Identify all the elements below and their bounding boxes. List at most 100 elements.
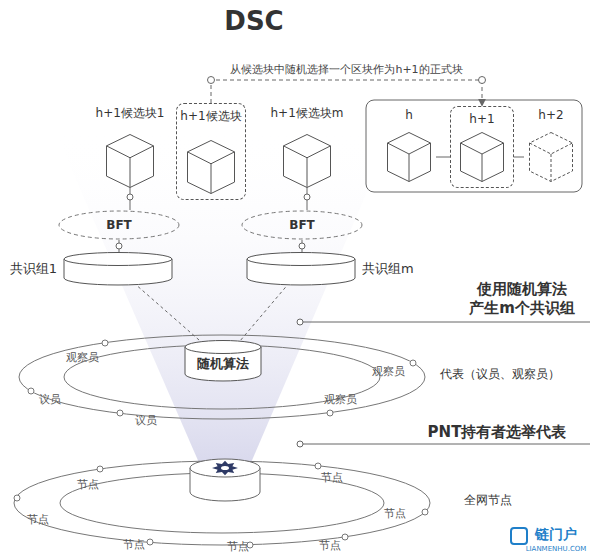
ring-node: 节点: [27, 513, 49, 527]
ring-dot: [315, 463, 321, 469]
junction-dot: [116, 243, 122, 249]
ring-node: 节点: [319, 539, 341, 553]
cube-edge: [107, 146, 154, 158]
ring-dot: [117, 410, 123, 416]
ring-node: 节点: [227, 540, 249, 554]
ring-node: 节点: [384, 507, 406, 521]
logo-center: [221, 466, 229, 470]
connector: [514, 157, 524, 158]
cube-outline: [388, 133, 431, 182]
cube-edge: [211, 164, 212, 194]
cube-shape: [283, 134, 331, 188]
node-label: h+1候选块: [180, 109, 241, 123]
random-algorithm: 随机算法: [184, 340, 262, 382]
bft-ellipse: BFT: [58, 210, 180, 240]
connector: [307, 188, 308, 210]
leader-dot: [297, 319, 303, 325]
node-label: h: [405, 108, 413, 122]
leader-line: [300, 444, 590, 445]
logo-cylinder-top: [190, 459, 260, 477]
ring-dot: [327, 410, 333, 416]
junction-dot: [208, 77, 215, 84]
light-cone: [48, 115, 400, 472]
ring-member: 议员: [135, 414, 157, 428]
candidate-block: h+1候选块m: [277, 106, 337, 188]
section-note: PNT持有者选举代表: [428, 423, 567, 442]
consensus-group: 共识组m: [246, 252, 356, 286]
chain-block: h: [382, 108, 436, 182]
node-label: 共识组1: [10, 260, 57, 278]
connector: [241, 286, 287, 340]
delegate-ring-outer: [19, 335, 425, 419]
cube-shape: [387, 132, 431, 182]
cube-outline: [188, 141, 235, 194]
cube-edge: [461, 143, 504, 154]
connector: [302, 240, 303, 252]
ring-dot: [97, 466, 103, 472]
junction-dot: [304, 194, 310, 200]
node-label: h+1: [469, 112, 494, 126]
ring-dot: [342, 534, 348, 540]
ring-dot: [422, 509, 428, 515]
chain-block: h+2: [524, 108, 578, 182]
cube-edge: [388, 143, 431, 154]
ring-member: 观察员: [66, 351, 99, 365]
ring-member: 议员: [39, 393, 61, 407]
cube-edge: [307, 158, 308, 188]
cube-outline: [530, 133, 573, 182]
cube-outline: [284, 135, 331, 188]
leader-line: [300, 322, 590, 323]
watermark: LIANMENHU.COM: [526, 545, 587, 554]
ellipse-outline: [59, 211, 179, 239]
connector: [119, 240, 120, 252]
node-label: 随机算法: [197, 355, 249, 373]
cube-edge: [530, 143, 573, 154]
section-note: 代表（议员、观察员）: [440, 367, 560, 382]
cube-edge: [130, 158, 131, 188]
cube-shape: [106, 134, 154, 188]
consensus-group: 共识组1: [63, 252, 173, 286]
junction-dot: [479, 77, 486, 84]
ring-node: 节点: [77, 478, 99, 492]
junction-dot: [299, 243, 305, 249]
node-label: BFT: [106, 218, 132, 232]
cube-outline: [461, 133, 504, 182]
connector: [130, 188, 131, 210]
watermark: 链门户: [535, 525, 577, 543]
bft-ellipse: BFT: [241, 210, 363, 240]
connector: [137, 286, 199, 340]
node-label: h+2: [538, 108, 563, 122]
diagram-title: DSC: [224, 6, 283, 36]
watermark-icon: [511, 528, 527, 544]
node-label: h+1候选块1: [96, 106, 165, 120]
node-label: 共识组m: [362, 260, 414, 278]
cube-edge: [551, 154, 552, 182]
connector: [436, 157, 450, 158]
cube-edge: [284, 146, 331, 158]
ring-dot: [147, 539, 153, 545]
cube-shape: [187, 140, 235, 194]
cylinder-top: [185, 341, 261, 354]
ring-dot: [102, 340, 108, 346]
cylinder-shape: [246, 252, 356, 286]
cube-edge: [409, 154, 410, 182]
cube-shape: [460, 132, 504, 182]
ring-dot: [14, 495, 20, 501]
node-label: BFT: [289, 218, 315, 232]
ellipse-outline: [242, 211, 362, 239]
chain-frame: [366, 100, 582, 192]
cube-outline: [107, 135, 154, 188]
cube-edge: [188, 152, 235, 164]
connector: [211, 80, 482, 106]
leader-dot: [297, 441, 303, 447]
edge-label: 从候选块中随机选择一个区块作为h+1的正式块: [230, 62, 462, 77]
ring-member: 观察员: [372, 365, 405, 379]
ring-dot: [28, 388, 34, 394]
cylinder-top: [247, 253, 355, 266]
ring-node: 节点: [321, 471, 343, 485]
delegate-ring-inner: [64, 345, 380, 409]
chain-block: h+1: [450, 106, 514, 188]
ring-node: 节点: [123, 538, 145, 552]
cylinder-top: [64, 253, 172, 266]
